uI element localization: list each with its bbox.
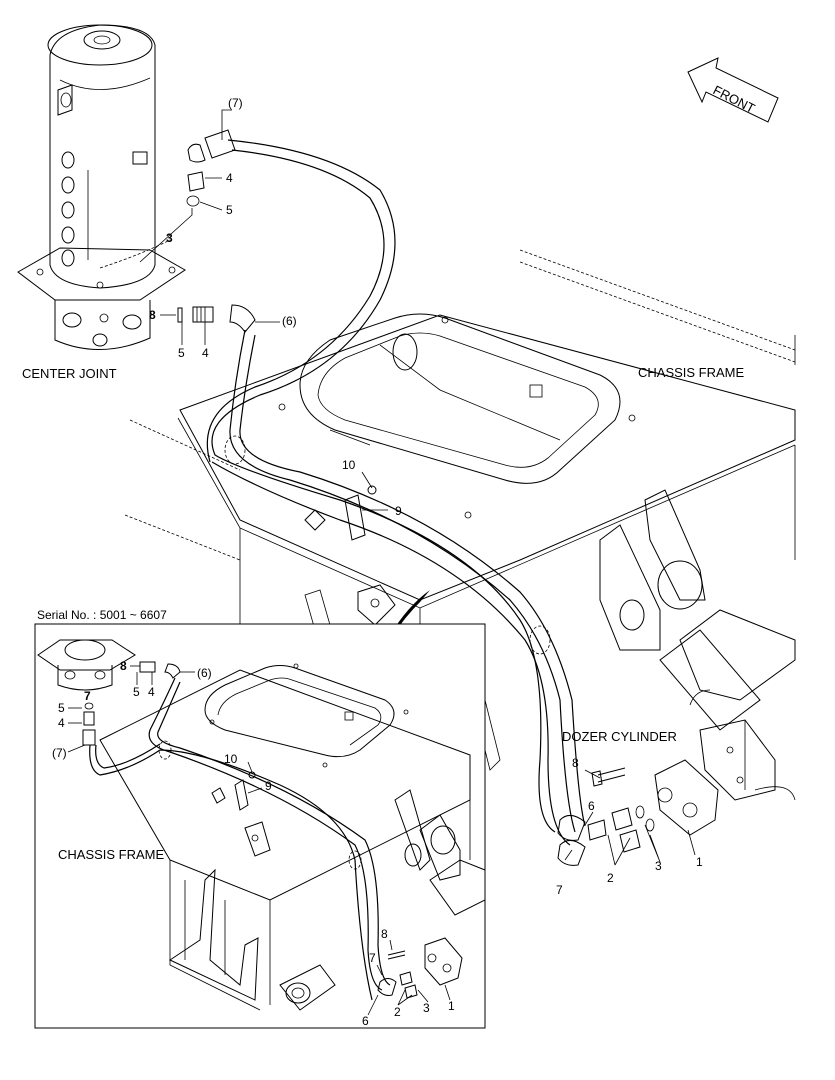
callout-4-top: 4 — [226, 171, 233, 185]
inset-callout-7-paren: (7) — [52, 746, 67, 760]
inset-callout-3-cylinder: 3 — [423, 1001, 430, 1015]
inset-box — [34, 623, 486, 1029]
callout-3-cylinder: 3 — [655, 859, 662, 873]
chassis-frame-label: CHASSIS FRAME — [638, 365, 745, 380]
callout-1-cylinder: 1 — [696, 855, 703, 869]
inset-callout-2-cylinder: 2 — [394, 1005, 401, 1019]
dozer-cylinder-label: DOZER CYLINDER — [562, 729, 677, 744]
inset-callout-6-cylinder: 6 — [362, 1014, 369, 1028]
inset-callout-9: 9 — [265, 779, 272, 793]
callout-10: 10 — [342, 458, 356, 472]
callout-9: 9 — [395, 504, 402, 518]
center-joint-label: CENTER JOINT — [22, 366, 117, 381]
serial-label: Serial No. : 5001 ~ 6607 — [37, 608, 167, 622]
leader-lines — [67, 109, 696, 1016]
inset-callout-5: 5 — [133, 685, 140, 699]
callout-7-cylinder: 7 — [556, 883, 563, 897]
inset-callout-1-cylinder: 1 — [448, 999, 455, 1013]
callout-8-cylinder: 8 — [572, 756, 579, 770]
hoses-main — [177, 129, 655, 866]
callout-8-joint: 8 — [149, 308, 156, 322]
callout-6-joint: (6) — [282, 314, 297, 328]
inset-callout-5b: 5 — [58, 701, 65, 715]
front-arrow — [687, 57, 779, 123]
inset-callout-4: 4 — [148, 685, 155, 699]
callout-5-joint: 5 — [178, 346, 185, 360]
inset-callout-6: (6) — [197, 666, 212, 680]
callout-6-cylinder: 6 — [588, 799, 595, 813]
callout-3-joint: 3 — [166, 231, 173, 245]
inset-callout-7-bold: 7 — [84, 689, 91, 703]
inset-callout-8: 8 — [120, 659, 127, 673]
inset-callout-7-cylinder: 7 — [369, 951, 376, 965]
center-joint-drawing — [17, 24, 186, 351]
inset-callout-4b: 4 — [58, 716, 65, 730]
callout-4-joint: 4 — [202, 346, 209, 360]
front-label: FRONT — [711, 82, 758, 116]
callout-2-cylinder: 2 — [607, 871, 614, 885]
inset-chassis-frame-label: CHASSIS FRAME — [58, 847, 165, 862]
callout-5-top: 5 — [226, 203, 233, 217]
inset-callout-8-cylinder: 8 — [381, 927, 388, 941]
callout-7-top: (7) — [228, 96, 243, 110]
inset-callout-10: 10 — [224, 752, 238, 766]
